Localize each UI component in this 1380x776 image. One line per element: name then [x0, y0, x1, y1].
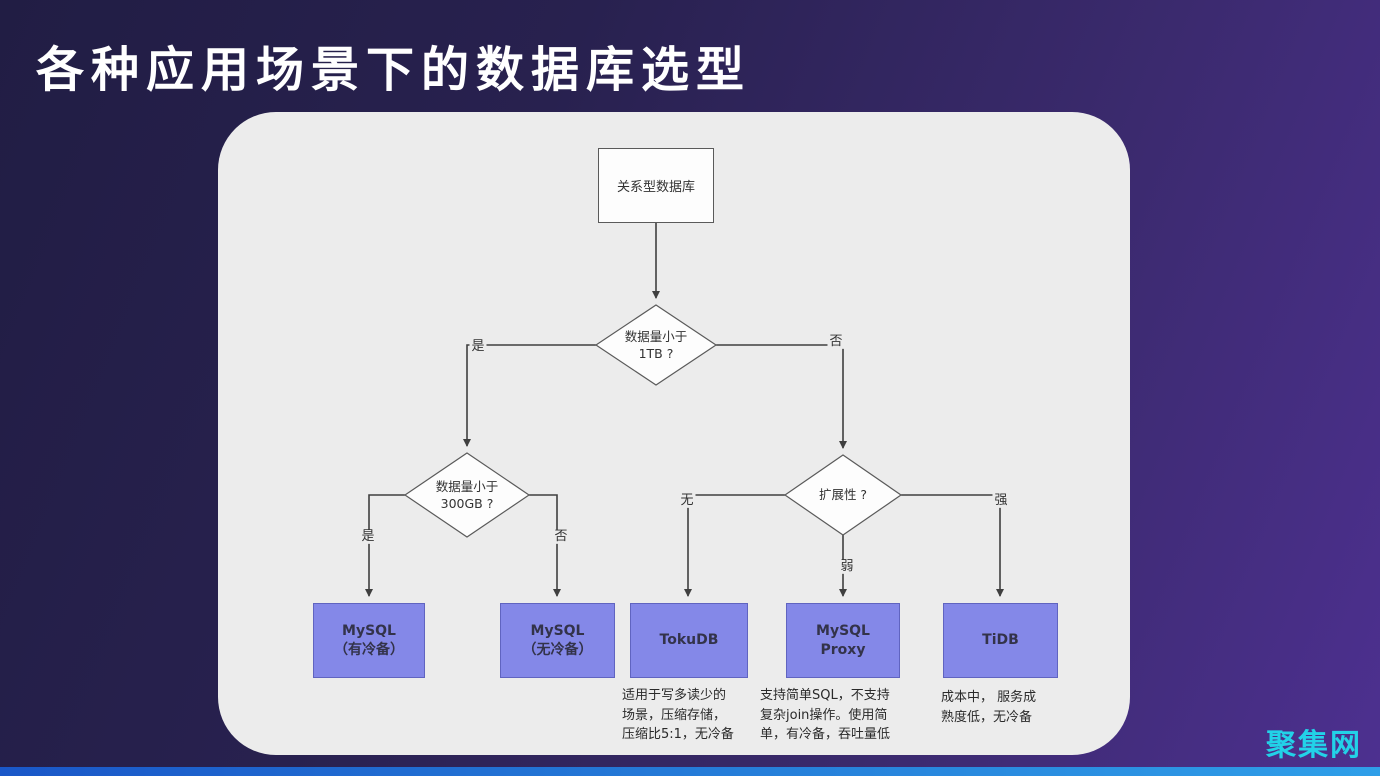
edge-label-1tb-no: 否	[827, 333, 845, 350]
result-box-tidb: TiDB	[943, 603, 1058, 678]
edge-label-1tb-yes: 是	[469, 338, 487, 355]
decision-1tb-text: 数据量小于 1TB ?	[624, 328, 688, 362]
note-mysql-proxy: 支持简单SQL，不支持 复杂join操作。使用简 单，有冷备，吞吐量低	[760, 688, 891, 742]
decision-300gb-text: 数据量小于 300GB ?	[435, 478, 499, 512]
edge-label-scalability-none: 无	[678, 492, 696, 509]
note-tidb: 成本中， 服务成 熟度低，无冷备	[941, 690, 1037, 725]
result-box-mysql-cold-backup: MySQL （有冷备）	[313, 603, 425, 678]
result-box-mysql-proxy: MySQL Proxy	[786, 603, 900, 678]
edge-label-300gb-no: 否	[552, 528, 570, 545]
decision-scalability-text: 扩展性 ?	[818, 487, 868, 503]
watermark: 聚集网	[1266, 728, 1362, 763]
result-box-tokudb: TokuDB	[630, 603, 748, 678]
slide-title: 各种应用场景下的数据库选型	[36, 42, 752, 98]
edge-label-300gb-yes: 是	[359, 528, 377, 545]
note-tokudb: 适用于写多读少的 场景，压缩存储， 压缩比5:1，无冷备	[622, 688, 734, 742]
edge-label-scalability-weak: 弱	[838, 558, 856, 575]
result-box-mysql-no-cold-backup: MySQL （无冷备）	[500, 603, 615, 678]
bottom-accent-bar	[0, 767, 1380, 776]
node-relational-db: 关系型数据库	[598, 148, 714, 223]
edge-label-scalability-strong: 强	[992, 492, 1010, 509]
